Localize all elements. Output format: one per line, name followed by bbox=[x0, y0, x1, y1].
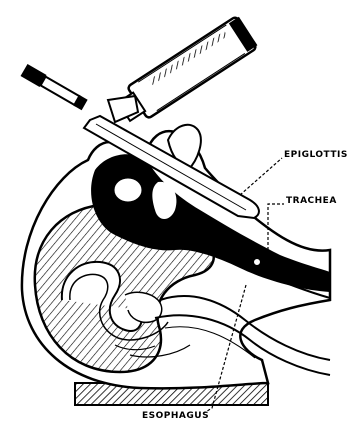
label-epiglottis: EPIGLOTTIS bbox=[284, 150, 348, 160]
endotracheal-tube-piece bbox=[21, 64, 89, 111]
label-trachea: TRACHEA bbox=[286, 196, 337, 206]
label-esophagus: ESOPHAGUS bbox=[142, 411, 209, 421]
